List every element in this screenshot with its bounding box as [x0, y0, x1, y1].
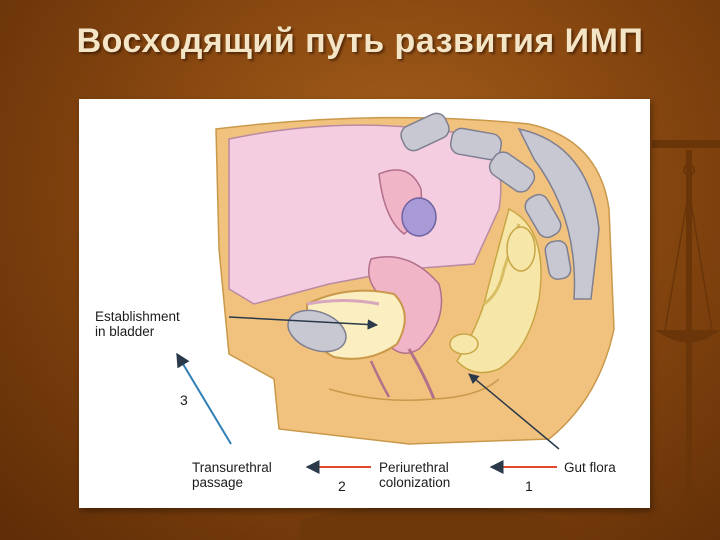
- arrow-gut-flora: [468, 373, 560, 450]
- label-transurethral: Transurethral passage: [192, 460, 272, 490]
- balance-scale-icon: [300, 140, 720, 540]
- step-number-3: 3: [180, 392, 188, 408]
- label-periurethral: Periurethral colonization: [379, 460, 451, 490]
- arrow-step-3: [176, 352, 232, 445]
- vagina-shape: [407, 348, 436, 400]
- arrow-establishment: [228, 316, 379, 330]
- ovary-shape: [401, 197, 437, 237]
- label-gut-flora: Gut flora: [564, 460, 616, 475]
- sacrum-shape: [400, 112, 600, 300]
- slide-title: Восходящий путь развития ИМП: [76, 22, 644, 60]
- diagram-panel: Establishment in bladder Transurethral p…: [79, 99, 650, 508]
- pelvis-diagram: [176, 112, 615, 474]
- bowel-loop-shape: [506, 226, 536, 272]
- step-number-1: 1: [525, 478, 533, 494]
- label-establishment: Establishment in bladder: [95, 309, 180, 339]
- step-number-2: 2: [338, 478, 346, 494]
- urethra-shape: [369, 360, 391, 398]
